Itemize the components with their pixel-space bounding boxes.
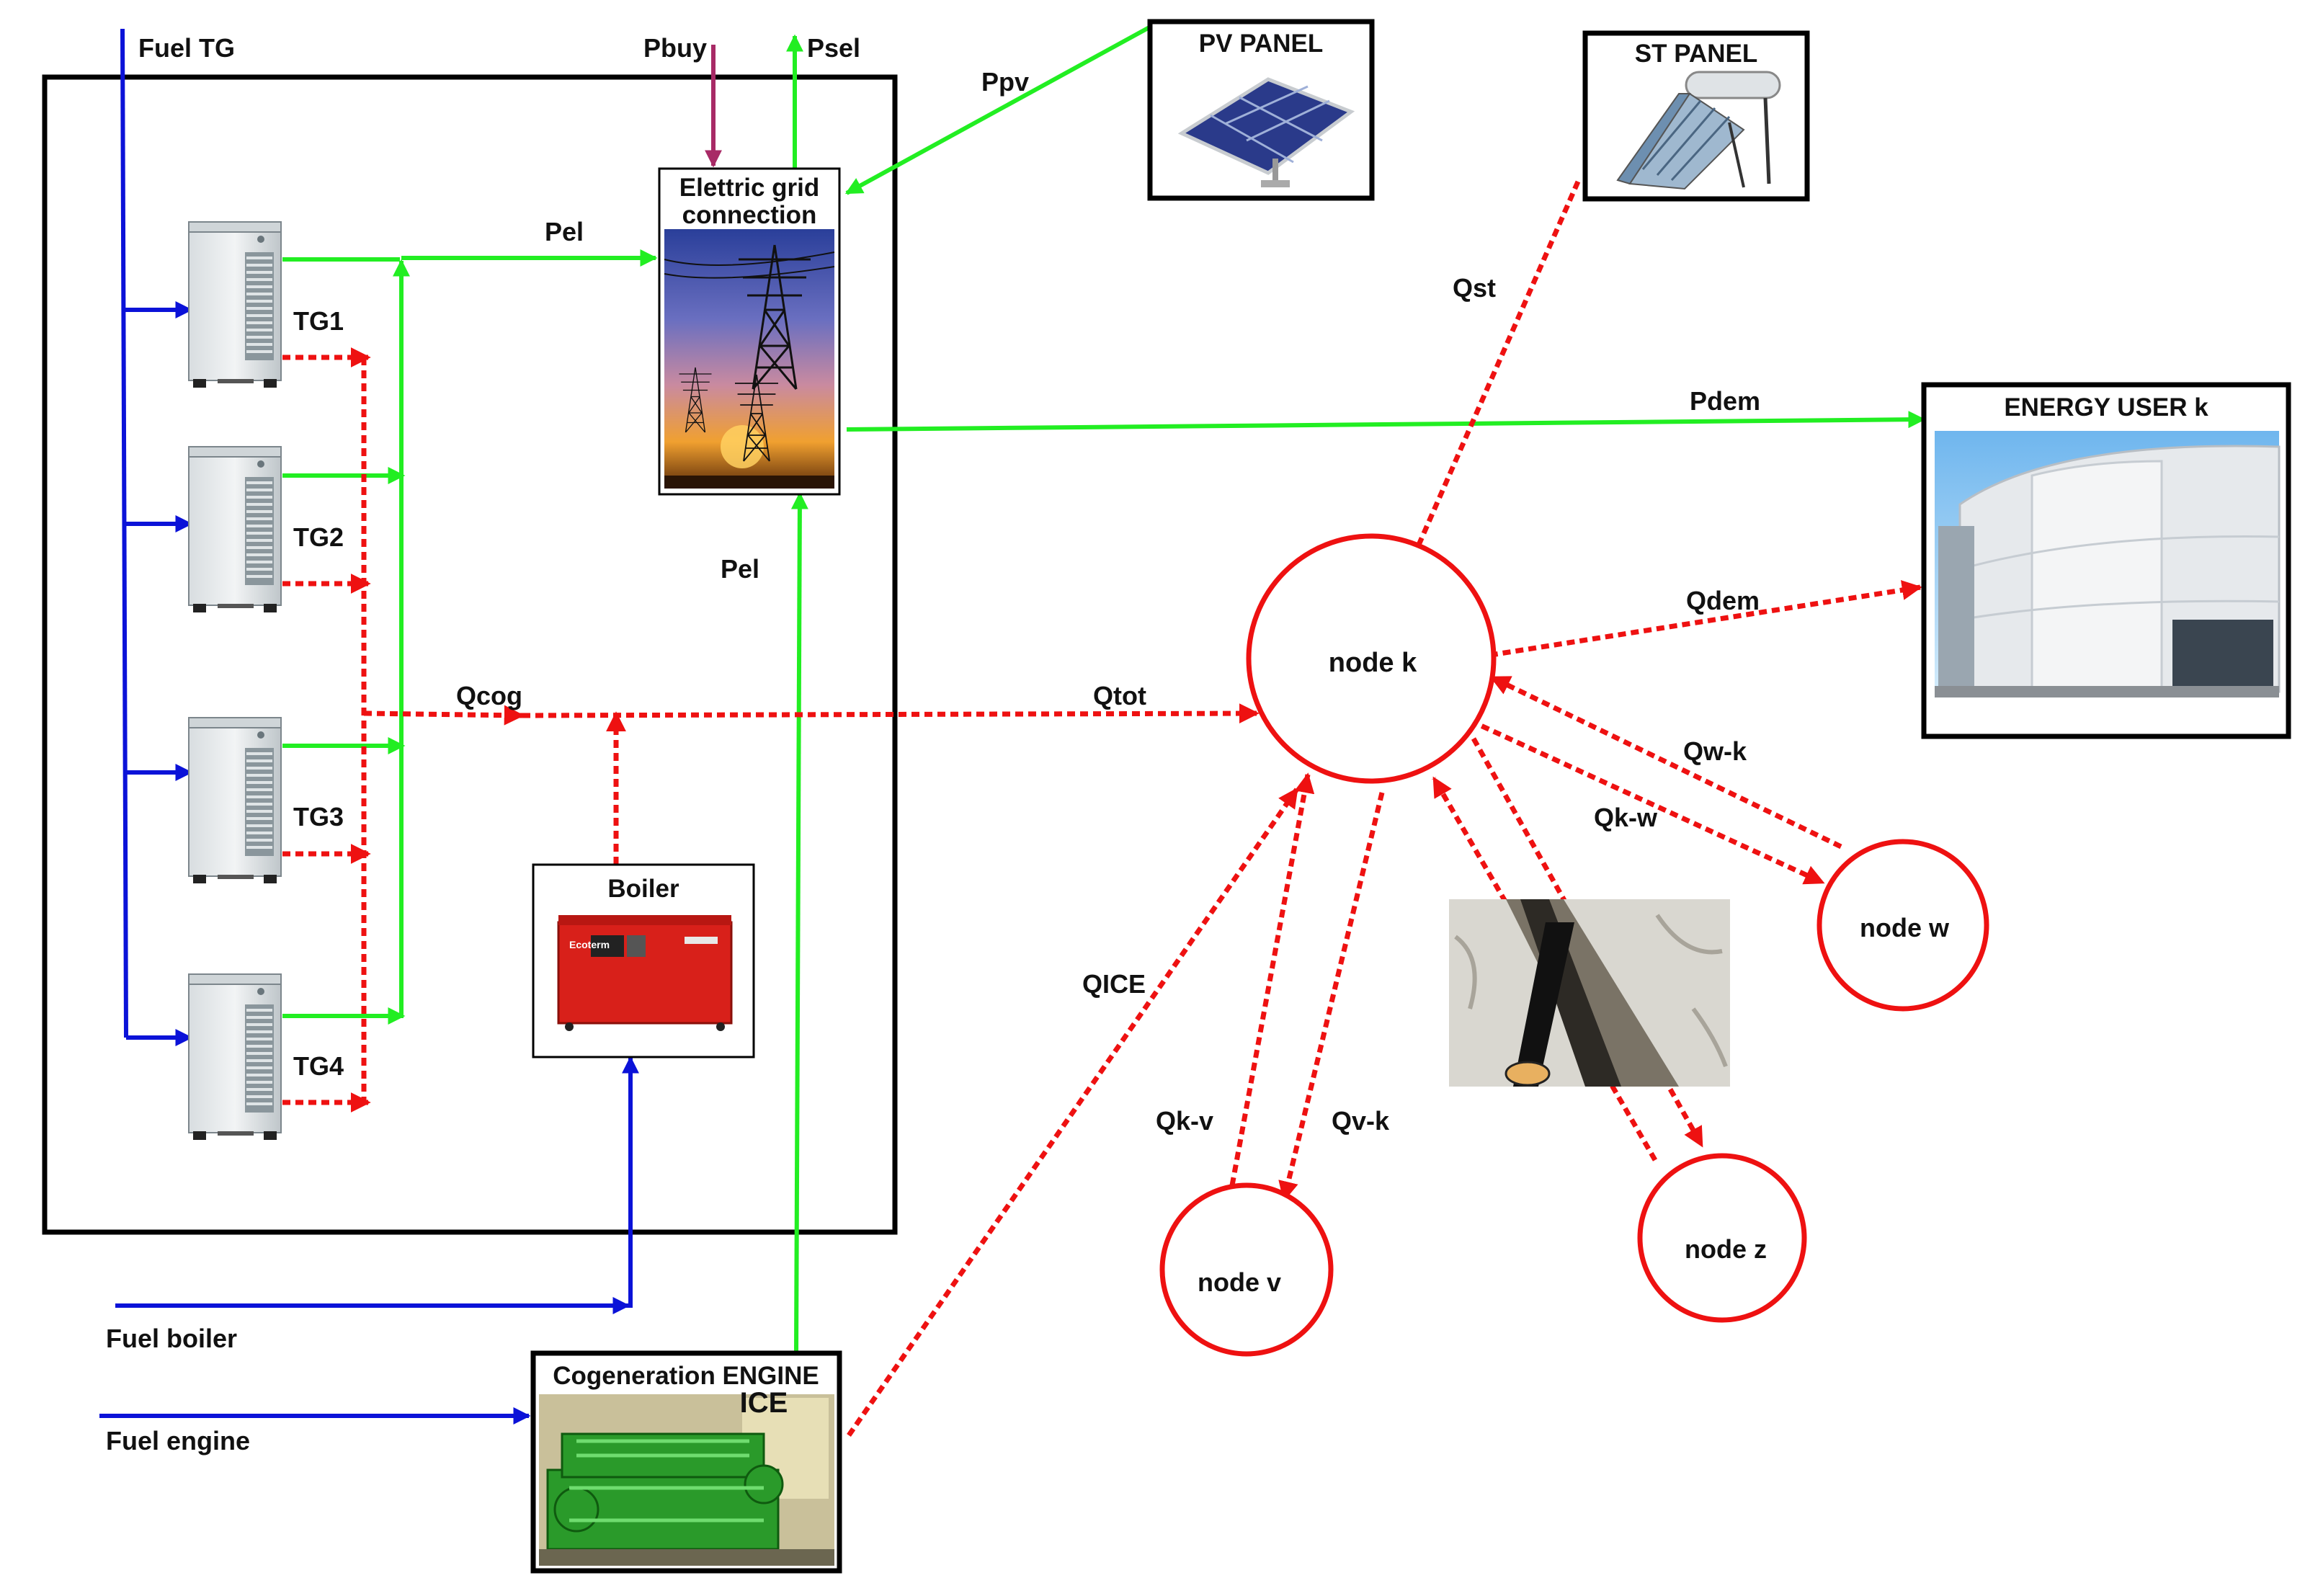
energy-user-title: ENERGY USER k bbox=[2004, 393, 2208, 422]
qk-v-line bbox=[1229, 772, 1315, 1186]
node-w-circle bbox=[1816, 839, 1989, 1012]
qtot-label: Qtot bbox=[1093, 681, 1146, 710]
engine-title-line1: Cogeneration ENGINE bbox=[553, 1362, 819, 1390]
st-panel-icon bbox=[1616, 71, 1781, 190]
st-panel-box bbox=[1582, 30, 1810, 202]
engine-title-line2: ICE bbox=[740, 1387, 788, 1419]
qk-v-label: Qk-v bbox=[1156, 1106, 1213, 1136]
pv-panel-icon bbox=[1177, 77, 1355, 187]
tg3-label: TG3 bbox=[293, 802, 344, 832]
boiler-brand-text: Ecoterm bbox=[569, 939, 610, 950]
boiler-box bbox=[532, 863, 755, 1058]
plant-boundary-frame bbox=[42, 74, 898, 1235]
engine-box bbox=[530, 1350, 842, 1574]
qst-label: Qst bbox=[1453, 273, 1496, 303]
grid-title-line2: connection bbox=[682, 201, 817, 229]
qst-line bbox=[1406, 180, 1581, 570]
node-k-label: node k bbox=[1329, 648, 1417, 678]
ppv-line bbox=[844, 25, 1151, 195]
qk-w-line bbox=[1468, 718, 1825, 886]
qdem-line bbox=[1476, 580, 1922, 660]
pv-panel-box bbox=[1147, 19, 1375, 201]
qcog-line bbox=[363, 705, 525, 726]
qv-k-line bbox=[1278, 792, 1385, 1202]
qdem-label: Qdem bbox=[1686, 586, 1760, 615]
energy-user-box bbox=[1921, 382, 2291, 739]
fuel-boiler-label: Fuel boiler bbox=[106, 1324, 237, 1353]
fuel-tg-label: Fuel TG bbox=[138, 33, 235, 63]
pel-mid-label: Pel bbox=[721, 554, 759, 584]
qcog-label: Qcog bbox=[456, 681, 522, 710]
node-v-circle bbox=[1159, 1182, 1334, 1357]
tg4-label: TG4 bbox=[293, 1051, 344, 1081]
pel-top-label: Pel bbox=[545, 217, 584, 246]
tg1-label: TG1 bbox=[293, 306, 344, 336]
qice-line bbox=[847, 787, 1299, 1437]
psel-label: Psel bbox=[807, 33, 860, 63]
boiler-icon bbox=[557, 915, 733, 1031]
tg3-unit bbox=[187, 716, 282, 885]
boiler-title: Boiler bbox=[607, 875, 679, 903]
qk-w-label: Qk-w bbox=[1594, 803, 1658, 832]
grid-connection-box bbox=[658, 167, 841, 496]
ppv-label: Ppv bbox=[981, 67, 1029, 97]
qtot-line bbox=[522, 703, 1260, 724]
qw-k-line bbox=[1489, 674, 1842, 850]
tg2-unit bbox=[187, 445, 282, 614]
pipe-trench-photo bbox=[1449, 899, 1730, 1087]
node-k-circle bbox=[1246, 533, 1497, 784]
node-w-label: node w bbox=[1860, 913, 1950, 942]
fuel-tg-main-line bbox=[120, 28, 128, 1038]
tg2-label: TG2 bbox=[293, 522, 344, 552]
fuel-engine-label: Fuel engine bbox=[106, 1426, 250, 1455]
pel-engine-line bbox=[790, 491, 808, 1354]
tg4-unit bbox=[187, 973, 282, 1141]
pbuy-label: Pbuy bbox=[643, 33, 707, 63]
st-panel-title: ST PANEL bbox=[1635, 40, 1757, 68]
qw-k-label: Qw-k bbox=[1683, 736, 1747, 766]
fuel-lines bbox=[99, 28, 639, 1425]
qv-k-label: Qv-k bbox=[1332, 1106, 1390, 1136]
node-z-label: node z bbox=[1685, 1234, 1767, 1264]
tg1-unit bbox=[187, 220, 282, 389]
qice-label: QICE bbox=[1082, 969, 1146, 999]
node-v-label: node v bbox=[1198, 1267, 1281, 1297]
node-z-circle bbox=[1637, 1153, 1807, 1323]
pv-panel-title: PV PANEL bbox=[1199, 30, 1323, 58]
pdem-label: Pdem bbox=[1690, 386, 1760, 416]
electric-lines bbox=[282, 25, 1926, 1354]
grid-title-line1: Elettric grid bbox=[679, 174, 819, 202]
pdem-line bbox=[846, 411, 1926, 432]
